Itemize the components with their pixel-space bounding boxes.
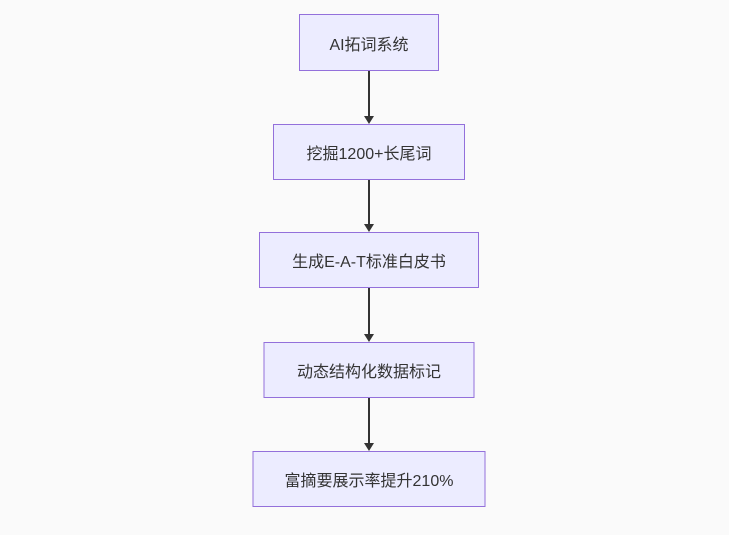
flow-node-dynamic-structured-data-markup: 动态结构化数据标记	[263, 342, 475, 398]
arrowhead-down-icon	[364, 224, 374, 232]
flow-node-mine-longtail-keywords: 挖掘1200+长尾词	[273, 124, 465, 180]
arrowhead-down-icon	[364, 116, 374, 124]
flow-arrow-4	[364, 398, 374, 451]
arrow-line	[368, 71, 370, 116]
flow-arrow-1	[364, 71, 374, 124]
flow-node-ai-keyword-system: AI拓词系统	[299, 14, 439, 71]
flow-arrow-3	[364, 288, 374, 342]
arrowhead-down-icon	[364, 334, 374, 342]
flow-arrow-2	[364, 180, 374, 232]
arrow-line	[368, 398, 370, 443]
flow-node-rich-snippet-rate-increase: 富摘要展示率提升210%	[252, 451, 486, 507]
flow-node-generate-eat-whitepaper: 生成E-A-T标准白皮书	[259, 232, 479, 288]
arrowhead-down-icon	[364, 443, 374, 451]
arrow-line	[368, 180, 370, 224]
arrow-line	[368, 288, 370, 334]
